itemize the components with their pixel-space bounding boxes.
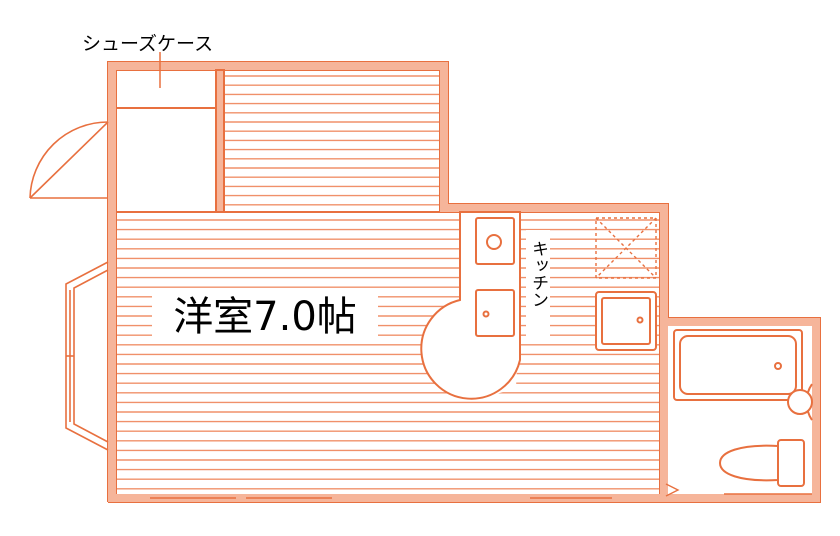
bathroom-door (665, 483, 812, 497)
entry-partitions (116, 69, 440, 213)
kitchen-counter (420, 211, 521, 400)
bay-window (65, 261, 109, 451)
room-label: 洋室7.0帖 (173, 294, 357, 340)
room-label-bg (152, 288, 378, 340)
laundry-sink (595, 291, 657, 351)
refrigerator-space (595, 217, 657, 279)
kitchen-label: キッチン (528, 240, 548, 308)
entry-door-icon (29, 121, 109, 199)
sink-basin (787, 383, 813, 421)
bathtub (673, 329, 803, 401)
toilet (718, 439, 805, 487)
flooring-lines (116, 75, 660, 490)
kitchen-label-bg (526, 230, 550, 338)
outer-walls (107, 61, 821, 503)
shoe-case-label: シューズケース (82, 33, 213, 55)
